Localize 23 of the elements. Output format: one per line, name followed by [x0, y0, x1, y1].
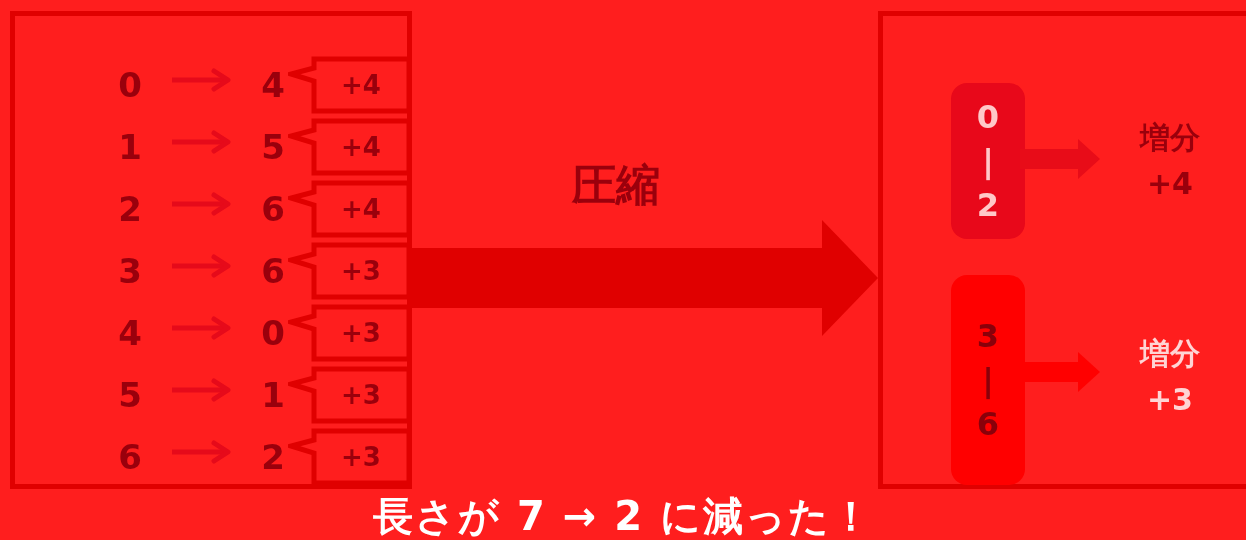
arrow — [172, 68, 231, 92]
arrow — [172, 130, 231, 154]
range-box: 0 | 2 — [951, 83, 1025, 239]
number: 3 — [110, 249, 150, 293]
arrow — [172, 254, 231, 278]
arrow — [412, 220, 878, 336]
edge-label: 圧縮 — [572, 158, 660, 212]
number: 2 — [110, 187, 150, 231]
panel-frame — [878, 11, 1246, 489]
number: 0 — [110, 63, 150, 107]
range-box: 3 | 6 — [951, 275, 1025, 485]
increment-text: 増分 +4 — [1105, 113, 1235, 209]
arrow — [172, 192, 231, 216]
arrow — [172, 440, 231, 464]
banner-text: 長さが 7 → 2 に減った！ — [372, 492, 874, 540]
number: 6 — [110, 435, 150, 479]
arrow — [172, 378, 231, 402]
increment-text: 増分 +3 — [1105, 329, 1235, 425]
panel-frame — [10, 11, 412, 489]
arrow — [172, 316, 231, 340]
number: 1 — [110, 125, 150, 169]
number: 5 — [110, 373, 150, 417]
number: 4 — [110, 311, 150, 355]
